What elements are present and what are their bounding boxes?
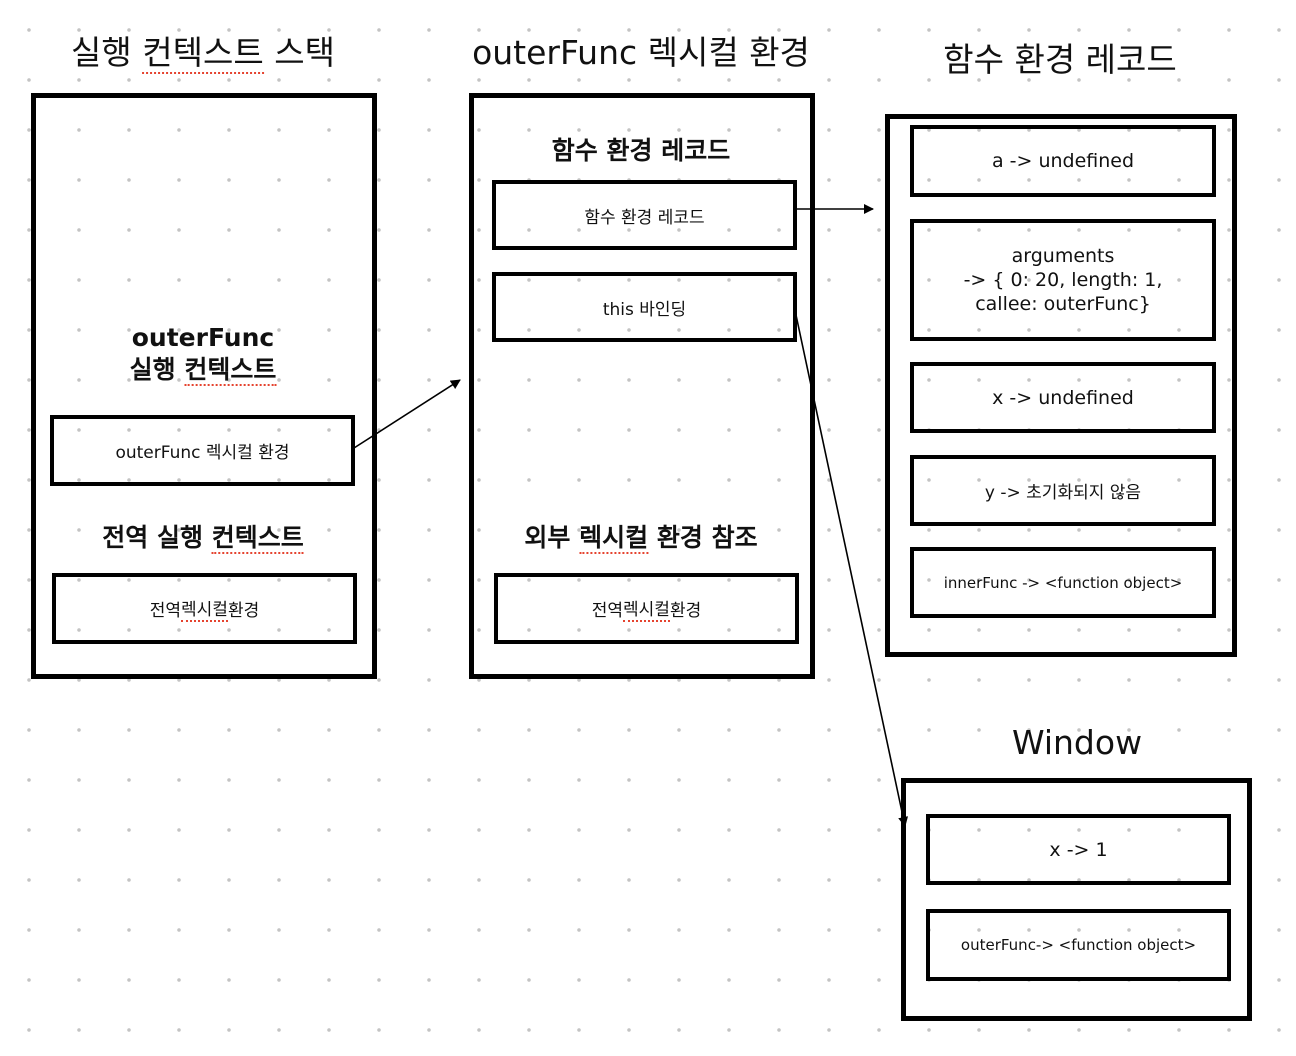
title-part: 스택 bbox=[263, 33, 335, 72]
function-record-title: 함수 환경 레코드 bbox=[943, 40, 1177, 79]
execution-context-stack bbox=[31, 93, 377, 679]
arrow-outer-env-to-lexical bbox=[353, 379, 461, 449]
label-part: 렉시컬 bbox=[181, 595, 228, 622]
heading-part: 컨텍스트 bbox=[184, 355, 277, 386]
heading-part: 렉시컬 bbox=[579, 523, 649, 554]
heading-part: 외부 bbox=[524, 523, 580, 552]
label-part: 환경 bbox=[669, 601, 702, 621]
outer-func-lexical-environment bbox=[469, 93, 815, 679]
outer-ref-box[interactable]: 전역 렉시컬 환경 bbox=[494, 573, 799, 644]
execution-context-stack-title: 실행 컨텍스트 스택 bbox=[71, 26, 335, 74]
record-item-innerfunc[interactable]: innerFunc -> <function object> bbox=[910, 547, 1216, 618]
label-part: 전역 bbox=[149, 601, 182, 621]
global-context-heading: 전역 실행 컨텍스트 bbox=[102, 522, 304, 554]
lexical-environment-title: outerFunc 렉시컬 환경 bbox=[472, 33, 810, 72]
record-item-a[interactable]: a -> undefined bbox=[910, 125, 1216, 197]
window-object bbox=[901, 778, 1252, 1021]
heading-part: 전역 실행 bbox=[102, 523, 212, 552]
title-part: 실행 bbox=[71, 33, 143, 72]
this-binding-box[interactable]: this 바인딩 bbox=[492, 272, 797, 342]
arrow-this-to-window bbox=[795, 314, 909, 827]
outer-func-context-heading: outerFunc 실행 컨텍스트 bbox=[130, 322, 277, 386]
record-item-x[interactable]: x -> undefined bbox=[910, 362, 1216, 433]
window-item-x[interactable]: x -> 1 bbox=[926, 814, 1231, 885]
heading-line: outerFunc bbox=[131, 323, 275, 352]
title-part: 컨텍스트 bbox=[142, 33, 264, 74]
window-item-outerfunc[interactable]: outerFunc-> <function object> bbox=[926, 909, 1231, 981]
function-record-box[interactable]: 함수 환경 레코드 bbox=[492, 180, 797, 250]
heading-line: 실행 컨텍스트 bbox=[130, 354, 277, 386]
record-item-y[interactable]: y -> 초기화되지 않음 bbox=[910, 455, 1216, 526]
label-part: 전역 bbox=[591, 601, 624, 621]
label-part: 렉시컬 bbox=[623, 595, 670, 622]
heading-part: 실행 bbox=[129, 355, 185, 384]
record-item-arguments[interactable]: arguments -> { 0: 20, length: 1, callee:… bbox=[910, 219, 1216, 341]
heading-part: 컨텍스트 bbox=[211, 523, 304, 554]
outer-func-lexical-env-box[interactable]: outerFunc 렉시컬 환경 bbox=[50, 415, 355, 486]
outer-ref-heading: 외부 렉시컬 환경 참조 bbox=[524, 522, 758, 554]
label-part: 환경 bbox=[227, 601, 260, 621]
function-environment-record bbox=[885, 114, 1237, 657]
window-title: Window bbox=[1011, 723, 1143, 762]
heading-part: 환경 참조 bbox=[648, 523, 758, 552]
global-lexical-env-box[interactable]: 전역 렉시컬 환경 bbox=[52, 573, 357, 644]
record-heading: 함수 환경 레코드 bbox=[551, 136, 731, 165]
